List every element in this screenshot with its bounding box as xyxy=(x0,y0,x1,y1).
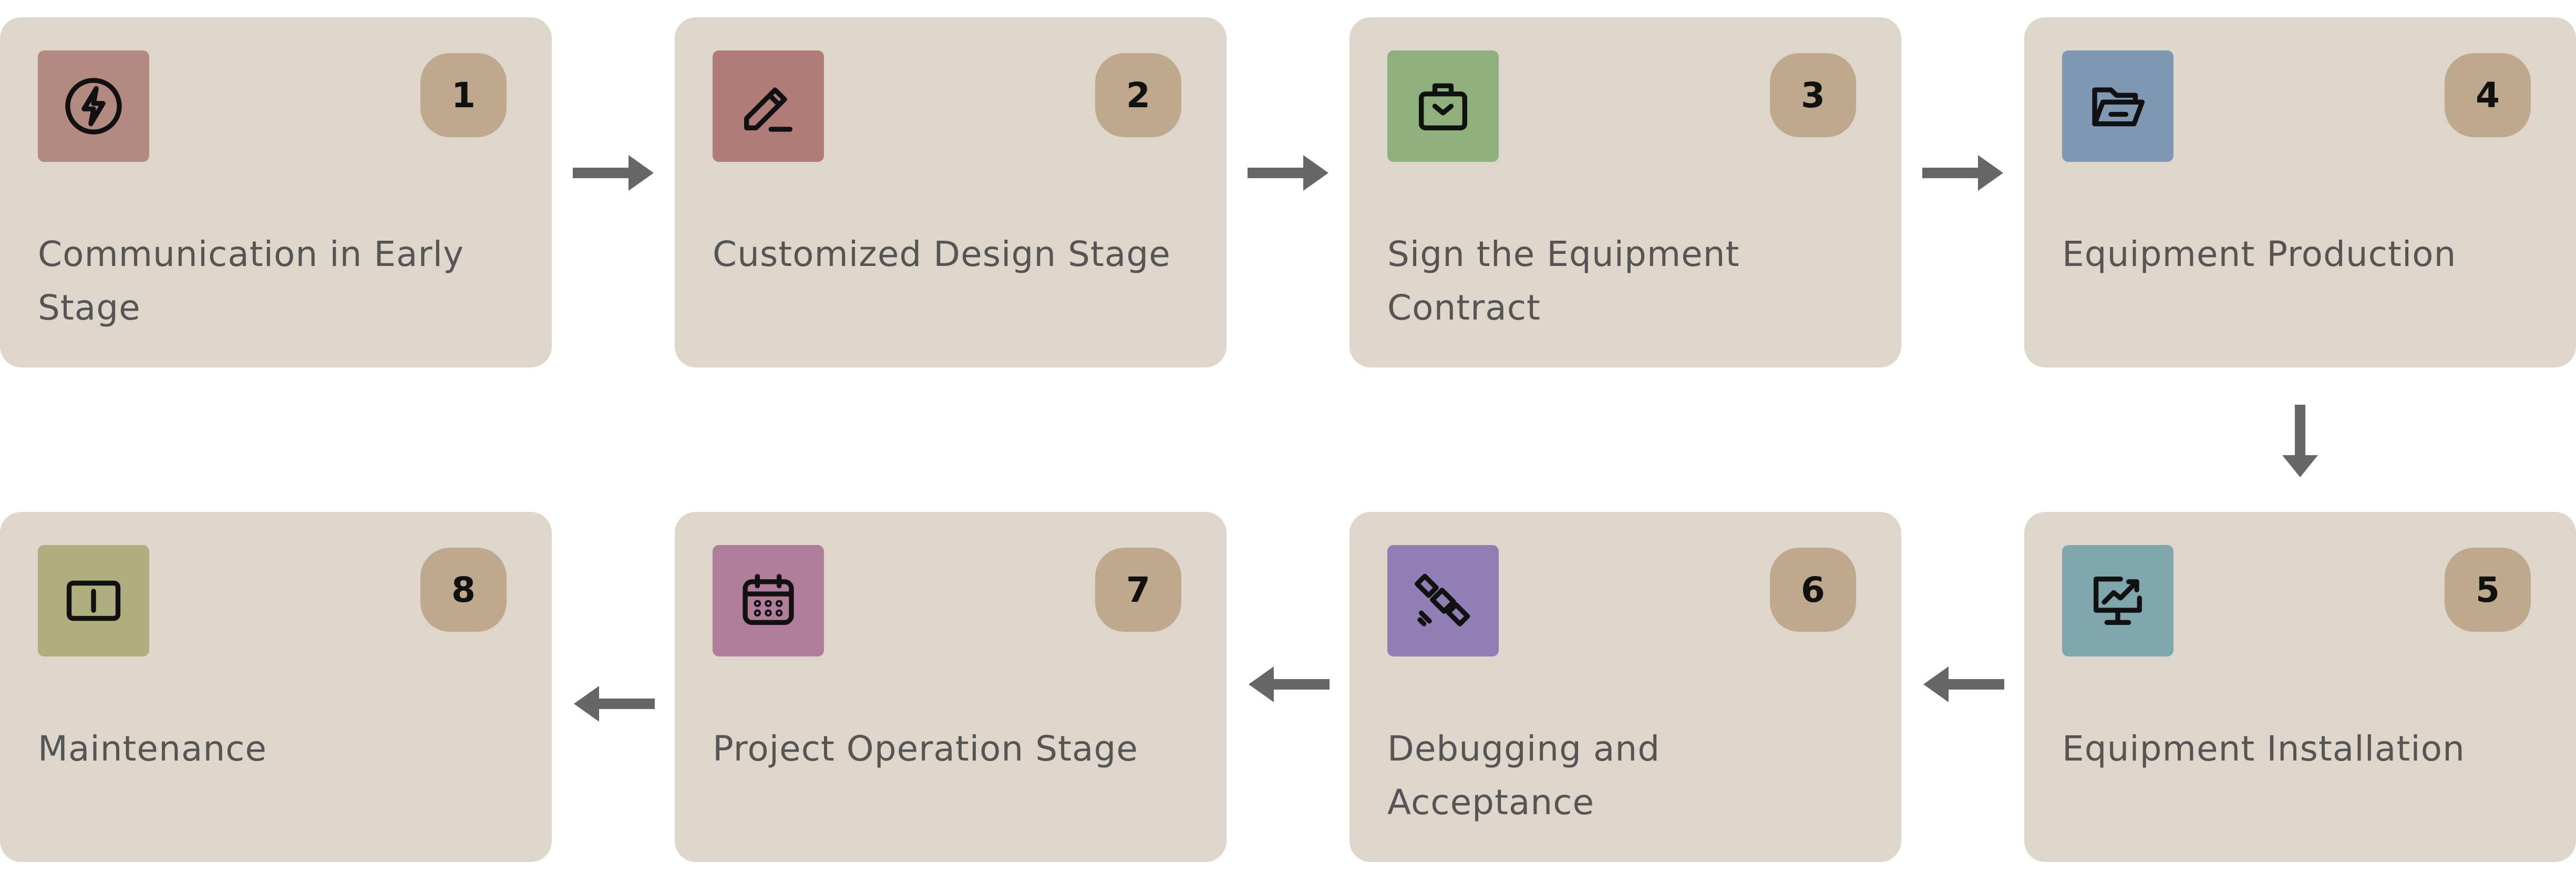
step-icon-box-5 xyxy=(2062,545,2173,656)
step-icon-box-1 xyxy=(38,50,149,162)
arrow-right-3-4 xyxy=(1922,154,2004,192)
step-card-8: 8 Maintenance xyxy=(0,512,552,862)
step-icon-box-3 xyxy=(1387,50,1499,162)
step-card-4: 4 Equipment Production xyxy=(2024,17,2576,367)
step-card-3: 3 Sign the Equipment Contract xyxy=(1349,17,1901,367)
briefcase-icon xyxy=(1419,83,1467,130)
arrow-left-7-8 xyxy=(573,685,655,723)
step-icon-box-6 xyxy=(1387,545,1499,656)
step-card-2: 2 Customized Design Stage xyxy=(675,17,1227,367)
arrow-left-5-6 xyxy=(1922,665,2004,703)
step-card-6: 6 Debugging and Acceptance xyxy=(1349,512,1901,862)
step-icon-box-8 xyxy=(38,545,149,656)
step-label-5: Equipment Installation xyxy=(2062,728,2465,769)
step-card-5: 5 Equipment Installation xyxy=(2024,512,2576,862)
step-number-badge-1: 1 xyxy=(420,53,507,137)
step-label-1: Communication in Early Stage xyxy=(38,234,465,328)
folder-icon xyxy=(2092,87,2145,127)
step-number-badge-5: 5 xyxy=(2445,548,2531,632)
step-number-badge-8: 8 xyxy=(420,548,507,632)
step-label-6: Debugging and Acceptance xyxy=(1387,728,1661,823)
step-number-badge-4: 4 xyxy=(2445,53,2531,137)
step-icon-box-4 xyxy=(2062,50,2173,162)
satellite-icon xyxy=(1415,573,1470,627)
lightning-bolt-icon xyxy=(65,78,122,135)
arrow-right-2-3 xyxy=(1248,154,1330,192)
step-label-2: Customized Design Stage xyxy=(713,234,1171,274)
arrow-down-4-5 xyxy=(2281,405,2319,478)
step-icon-box-2 xyxy=(713,50,824,162)
monitor-chart-icon xyxy=(2094,577,2142,625)
step-number-badge-7: 7 xyxy=(1095,548,1181,632)
step-number-badge-2: 2 xyxy=(1095,53,1181,137)
step-label-3: Sign the Equipment Contract xyxy=(1387,234,1740,328)
step-label-7: Project Operation Stage xyxy=(713,728,1138,769)
step-card-7: 7 Project Operation Stage xyxy=(675,512,1227,862)
step-number-badge-6: 6 xyxy=(1770,548,1856,632)
book-icon xyxy=(66,580,121,621)
step-icon-box-7 xyxy=(713,545,824,656)
arrow-right-1-2 xyxy=(573,154,655,192)
step-card-1: 1 Communication in Early Stage xyxy=(0,17,552,367)
calendar-icon xyxy=(743,573,794,625)
step-number-badge-3: 3 xyxy=(1770,53,1856,137)
pencil-icon xyxy=(744,87,792,132)
step-label-4: Equipment Production xyxy=(2062,234,2457,274)
step-label-8: Maintenance xyxy=(38,728,267,769)
arrow-left-6-7 xyxy=(1248,665,1330,703)
